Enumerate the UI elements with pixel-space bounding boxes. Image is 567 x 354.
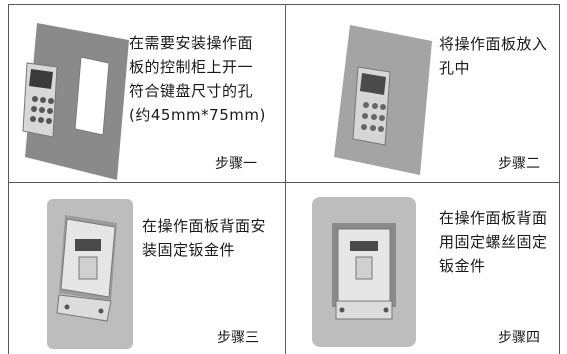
step-3-cell: 在操作面板背面安 装固定钣金件 步骤三 bbox=[9, 183, 285, 354]
step-2-cell: 将操作面板放入 孔中 步骤二 bbox=[286, 5, 559, 182]
step-1-description: 在需要安装操作面 板的控制柜上开一 符合键盘尺寸的孔 (约45mm*75mm) bbox=[129, 34, 266, 124]
grid-divider-right bbox=[559, 4, 560, 354]
step-4-illustration bbox=[312, 197, 416, 347]
grid-divider-left bbox=[8, 4, 9, 354]
step-3-label: 步骤三 bbox=[217, 330, 259, 346]
step-1-label: 步骤一 bbox=[215, 156, 257, 172]
grid-divider-top bbox=[8, 4, 560, 5]
step-2-illustration bbox=[334, 25, 432, 175]
step-2-label: 步骤二 bbox=[498, 156, 540, 172]
step-4-cell: 在操作面板背面 用固定螺丝固定 钣金件 步骤四 bbox=[286, 183, 559, 354]
step-3-description: 在操作面板背面安 装固定钣金件 bbox=[142, 217, 267, 259]
step-2-description: 将操作面板放入 孔中 bbox=[439, 35, 548, 77]
step-4-label: 步骤四 bbox=[498, 330, 540, 346]
step-4-description: 在操作面板背面 用固定螺丝固定 钣金件 bbox=[439, 209, 548, 275]
step-1-cell: 在需要安装操作面 板的控制柜上开一 符合键盘尺寸的孔 (约45mm*75mm) … bbox=[9, 5, 285, 182]
step-3-illustration bbox=[47, 199, 133, 349]
grid-divider-center bbox=[285, 4, 286, 354]
step-1-illustration bbox=[22, 23, 129, 180]
grid-divider-middle bbox=[8, 182, 560, 183]
